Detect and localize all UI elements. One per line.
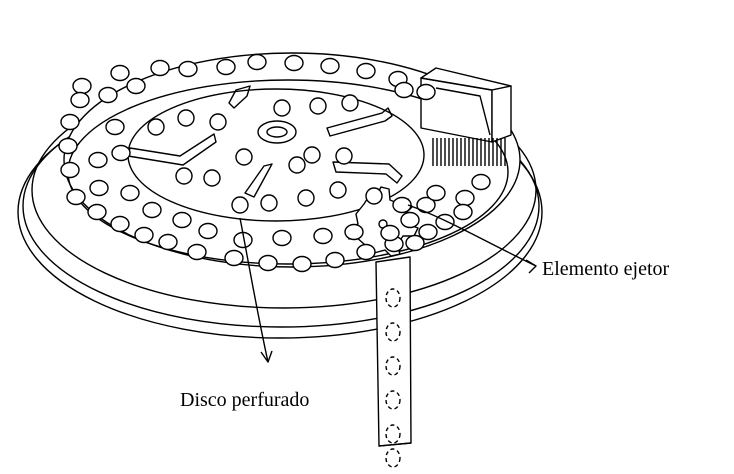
disc-hole xyxy=(178,60,198,78)
disc-hole xyxy=(142,201,162,219)
disc-hole xyxy=(341,94,359,112)
disc-hole xyxy=(198,222,218,240)
guide-blade-right-top xyxy=(326,107,393,137)
disc-hole xyxy=(394,81,414,99)
disc-hole xyxy=(172,211,192,229)
disc-hole xyxy=(134,226,154,244)
guide-blade-center xyxy=(244,163,273,198)
disc-hole xyxy=(325,251,345,269)
guide-blade-right xyxy=(332,161,403,184)
disc-hole xyxy=(70,91,90,109)
disc-hole xyxy=(320,57,340,75)
chute-pellet xyxy=(385,390,401,410)
disc-hole xyxy=(258,254,278,272)
disc-hole xyxy=(58,137,78,155)
disc-hole xyxy=(313,227,333,245)
disc-hole xyxy=(392,196,412,214)
output-chute xyxy=(375,256,412,447)
disc-hole xyxy=(216,58,236,76)
disc-hole xyxy=(297,189,315,207)
ejector-leader-line xyxy=(407,204,537,267)
disc-hole xyxy=(309,97,327,115)
disc-hole xyxy=(147,118,165,136)
brush-housing-detail xyxy=(435,87,491,136)
disc-label: Disco perfurado xyxy=(180,389,309,411)
disc-hole xyxy=(260,194,278,212)
chute-pellet xyxy=(385,322,401,342)
disc-hole xyxy=(453,203,473,221)
disc-hole xyxy=(292,255,312,273)
disc-leader-line xyxy=(239,217,269,363)
disc-hole xyxy=(120,184,140,202)
chute-pellet xyxy=(385,356,401,376)
disc-hole xyxy=(455,189,475,207)
disc-hole xyxy=(247,53,267,71)
disc-hole xyxy=(209,113,227,131)
disc-hole xyxy=(60,113,80,131)
central-hub-ring-inner xyxy=(266,126,288,138)
disc-hole xyxy=(158,233,178,251)
disc-leader-arrow xyxy=(260,350,273,363)
disc-hole xyxy=(235,148,253,166)
disc-hole xyxy=(88,151,108,169)
disc-hole xyxy=(111,144,131,162)
disc-holes xyxy=(58,53,491,273)
disc-hole xyxy=(98,86,118,104)
disc-hole xyxy=(405,234,425,252)
disc-hole xyxy=(60,161,80,179)
disc-hole xyxy=(272,229,292,247)
disc-hole xyxy=(356,62,376,80)
disc-hole xyxy=(66,188,86,206)
disc-hole xyxy=(203,169,221,187)
guide-blade-top xyxy=(228,85,251,109)
brush-bristles xyxy=(432,138,506,166)
chute-pellet xyxy=(385,288,401,308)
chute-pellet xyxy=(385,448,401,468)
brush-housing-side xyxy=(491,85,512,143)
disc-hole xyxy=(110,64,130,82)
disc-hole xyxy=(288,156,306,174)
disc-hole xyxy=(110,215,130,233)
disc-hole xyxy=(284,54,304,72)
disc-hole xyxy=(471,173,491,191)
disc-hole xyxy=(380,224,400,242)
disc-hole xyxy=(105,118,125,136)
disc-hole xyxy=(356,243,376,261)
disc-hole xyxy=(435,213,455,231)
disc-hole xyxy=(303,146,321,164)
chute-end-line xyxy=(378,442,412,447)
disc-hole xyxy=(126,77,146,95)
disc-hole xyxy=(175,167,193,185)
disc-hole xyxy=(150,59,170,77)
chute-pellets xyxy=(385,288,401,468)
disc-hole xyxy=(224,249,244,267)
disc-hole xyxy=(187,243,207,261)
disc-hole xyxy=(416,83,436,101)
disc-hole xyxy=(87,203,107,221)
ejector-leader-arrow xyxy=(525,259,537,274)
disc-hole xyxy=(329,181,347,199)
disc-hole xyxy=(231,196,249,214)
disc-hole xyxy=(426,184,446,202)
disc-hole xyxy=(335,147,353,165)
ejector-label: Elemento ejetor xyxy=(542,258,670,280)
central-hub-ring-outer xyxy=(257,120,297,144)
disc-hole xyxy=(72,77,92,95)
disc-hole xyxy=(273,99,291,117)
disc-hole xyxy=(400,211,420,229)
disc-hole xyxy=(365,187,383,205)
disc-hole xyxy=(89,179,109,197)
disc-hole xyxy=(344,223,364,241)
chute-pellet xyxy=(385,424,401,444)
disc-hole xyxy=(177,109,195,127)
disc-hole xyxy=(418,223,438,241)
